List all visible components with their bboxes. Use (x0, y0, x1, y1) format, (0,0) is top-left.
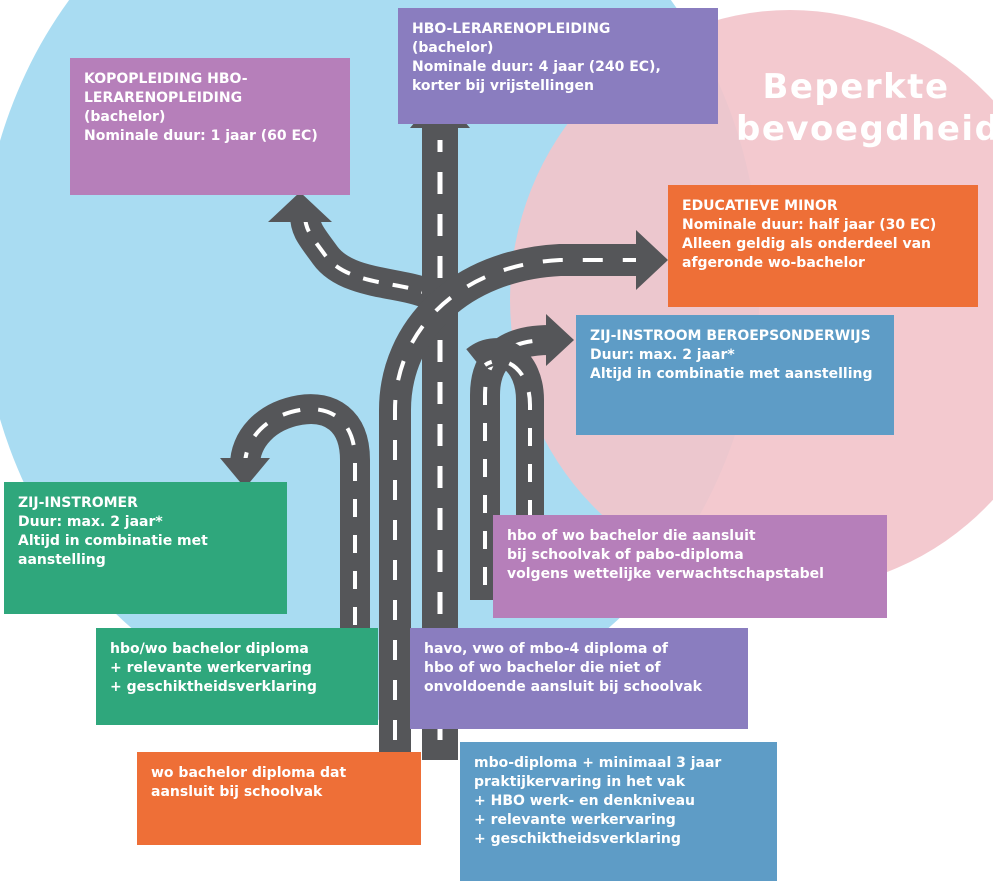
box-line: Duur: max. 2 jaar* (18, 514, 163, 530)
box-hbo-lerarenopleiding: HBO-LERARENOPLEIDING (bachelor) Nominale… (398, 8, 718, 124)
box-line: Altijd in combinatie met (18, 533, 208, 549)
arrow-down-zij-instromer (220, 458, 270, 488)
box-line: HBO-LERARENOPLEIDING (412, 21, 611, 37)
box-line: aansluit bij schoolvak (151, 784, 323, 800)
box-line: praktijkervaring in het vak (474, 774, 685, 790)
box-line: wo bachelor diploma dat (151, 765, 347, 781)
box-line: hbo of wo bachelor die aansluit (507, 528, 756, 544)
box-line: aanstelling (18, 552, 106, 568)
box-line: volgens wettelijke verwachtschapstabel (507, 566, 824, 582)
box-line: havo, vwo of mbo-4 diploma of (424, 641, 669, 657)
box-line: ZIJ-INSTROMER (18, 495, 138, 511)
box-line: hbo of wo bachelor die niet of (424, 660, 661, 676)
box-wo-bachelor-schoolvak: wo bachelor diploma dat aansluit bij sch… (137, 752, 421, 845)
box-line: onvoldoende aansluit bij schoolvak (424, 679, 702, 695)
box-line: bij schoolvak of pabo-diploma (507, 547, 744, 563)
box-line: + relevante werkervaring (110, 660, 312, 676)
box-line: + HBO werk- en denkniveau (474, 793, 696, 809)
box-line: ZIJ-INSTROOM BEROEPSONDERWIJS (590, 328, 871, 344)
box-mbo-praktijkervaring: mbo-diploma + minimaal 3 jaar praktijker… (460, 742, 777, 881)
arrow-right-zij-instroom-bo (546, 314, 574, 366)
region-title-line2: bevoegdheid (736, 109, 993, 149)
box-kopopleiding: KOPOPLEIDING HBO- LERARENOPLEIDING (bach… (70, 58, 350, 195)
box-line: Alleen geldig als onderdeel van (682, 236, 931, 252)
region-title-line1: Beperkte (762, 67, 950, 107)
box-line: + geschiktheidsverklaring (110, 679, 317, 695)
box-line: Altijd in combinatie met aanstelling (590, 366, 873, 382)
box-line: afgeronde wo-bachelor (682, 255, 865, 271)
box-line: KOPOPLEIDING HBO- (84, 71, 248, 87)
box-zij-instroom-beroepsonderwijs: ZIJ-INSTROOM BEROEPSONDERWIJS Duur: max.… (576, 315, 894, 435)
box-line: korter bij vrijstellingen (412, 78, 594, 94)
box-line: hbo/wo bachelor diploma (110, 641, 309, 657)
box-line: Nominale duur: half jaar (30 EC) (682, 217, 937, 233)
box-havo-vwo-mbo: havo, vwo of mbo-4 diploma of hbo of wo … (410, 628, 748, 729)
box-line: LERARENOPLEIDING (84, 90, 243, 106)
box-line: Nominale duur: 4 jaar (240 EC), (412, 59, 661, 75)
road-dashes-educatieve-minor (393, 258, 640, 740)
box-educatieve-minor: EDUCATIEVE MINOR Nominale duur: half jaa… (668, 185, 978, 307)
box-line: mbo-diploma + minimaal 3 jaar (474, 755, 722, 771)
road-dashes-kopopleiding (303, 214, 437, 302)
box-line: (bachelor) (84, 109, 166, 125)
region-title: Beperkte bevoegdheid (736, 66, 993, 150)
box-line: + relevante werkervaring (474, 812, 676, 828)
box-line: Nominale duur: 1 jaar (60 EC) (84, 128, 318, 144)
arrow-up-kopopleiding (268, 192, 332, 222)
road-dashes-u-turn-right (483, 358, 532, 590)
box-hbo-wo-diploma-werkervaring: hbo/wo bachelor diploma + relevante werk… (96, 628, 378, 725)
road-dashes-zij-instromer (243, 407, 357, 625)
box-line: Duur: max. 2 jaar* (590, 347, 735, 363)
box-line: EDUCATIEVE MINOR (682, 198, 838, 214)
arrow-right-educatieve-minor (636, 230, 668, 290)
box-hbo-wo-aansluit: hbo of wo bachelor die aansluit bij scho… (493, 515, 887, 618)
box-line: + geschiktheidsverklaring (474, 831, 681, 847)
box-line: (bachelor) (412, 40, 494, 56)
box-zij-instromer: ZIJ-INSTROMER Duur: max. 2 jaar* Altijd … (4, 482, 287, 614)
